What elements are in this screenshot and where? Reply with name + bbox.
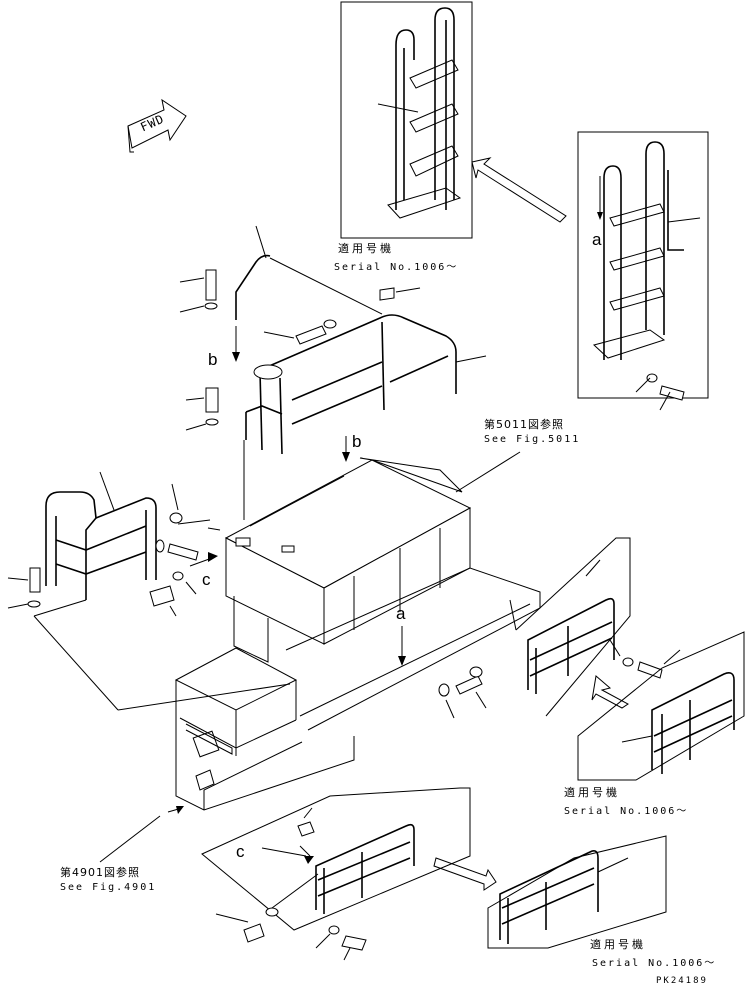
right-rail-upper: [515, 537, 681, 717]
fig4901-ref-en: See Fig.4901: [60, 882, 157, 893]
lower-frame: [167, 567, 541, 814]
fig5011-ref-jp: 第5011図参照: [484, 418, 564, 431]
left-side-fasteners: [149, 483, 221, 617]
drawing-code: PK24189: [656, 976, 708, 986]
callout-c-left: c: [202, 570, 211, 589]
fig4901-ref-jp: 第4901図参照: [60, 866, 140, 879]
rail-right-serial-label: Serial No.1006～: [564, 806, 689, 817]
ladder-inset-top: [340, 1, 473, 239]
ladder-inset-right: [577, 131, 709, 411]
upper-fasteners: [179, 269, 421, 431]
callout-b-left: b: [208, 350, 218, 369]
callout-b-mid: b: [352, 432, 362, 451]
direction-arrow-bottom: [433, 857, 497, 891]
right-rail-lower: [577, 631, 745, 781]
main-cover-box: [224, 436, 521, 645]
callout-c-bottom: c: [236, 842, 245, 861]
rail-right-applicable-label: 適用号機: [564, 786, 620, 799]
rail-bottom-applicable-label: 適用号機: [590, 938, 646, 951]
callout-a-mid: a: [396, 604, 406, 623]
rail-bottom-serial-label: Serial No.1006～: [592, 958, 717, 969]
bottom-rail-variant: [487, 835, 667, 949]
left-handrail: [7, 471, 291, 711]
upper-handrail: [232, 225, 487, 520]
reference-leaders: [99, 599, 517, 863]
center-fasteners: [438, 666, 487, 719]
fig5011-ref-en: See Fig.5011: [484, 434, 581, 445]
ladder-top-applicable-label: 適用号機: [338, 242, 394, 255]
bottom-rail: [201, 787, 471, 961]
ladder-top-serial-label: Serial No.1006～: [334, 262, 459, 273]
direction-arrow-top: [471, 157, 567, 223]
fwd-arrow-icon: [127, 98, 187, 153]
callout-a-top: a: [592, 230, 602, 249]
